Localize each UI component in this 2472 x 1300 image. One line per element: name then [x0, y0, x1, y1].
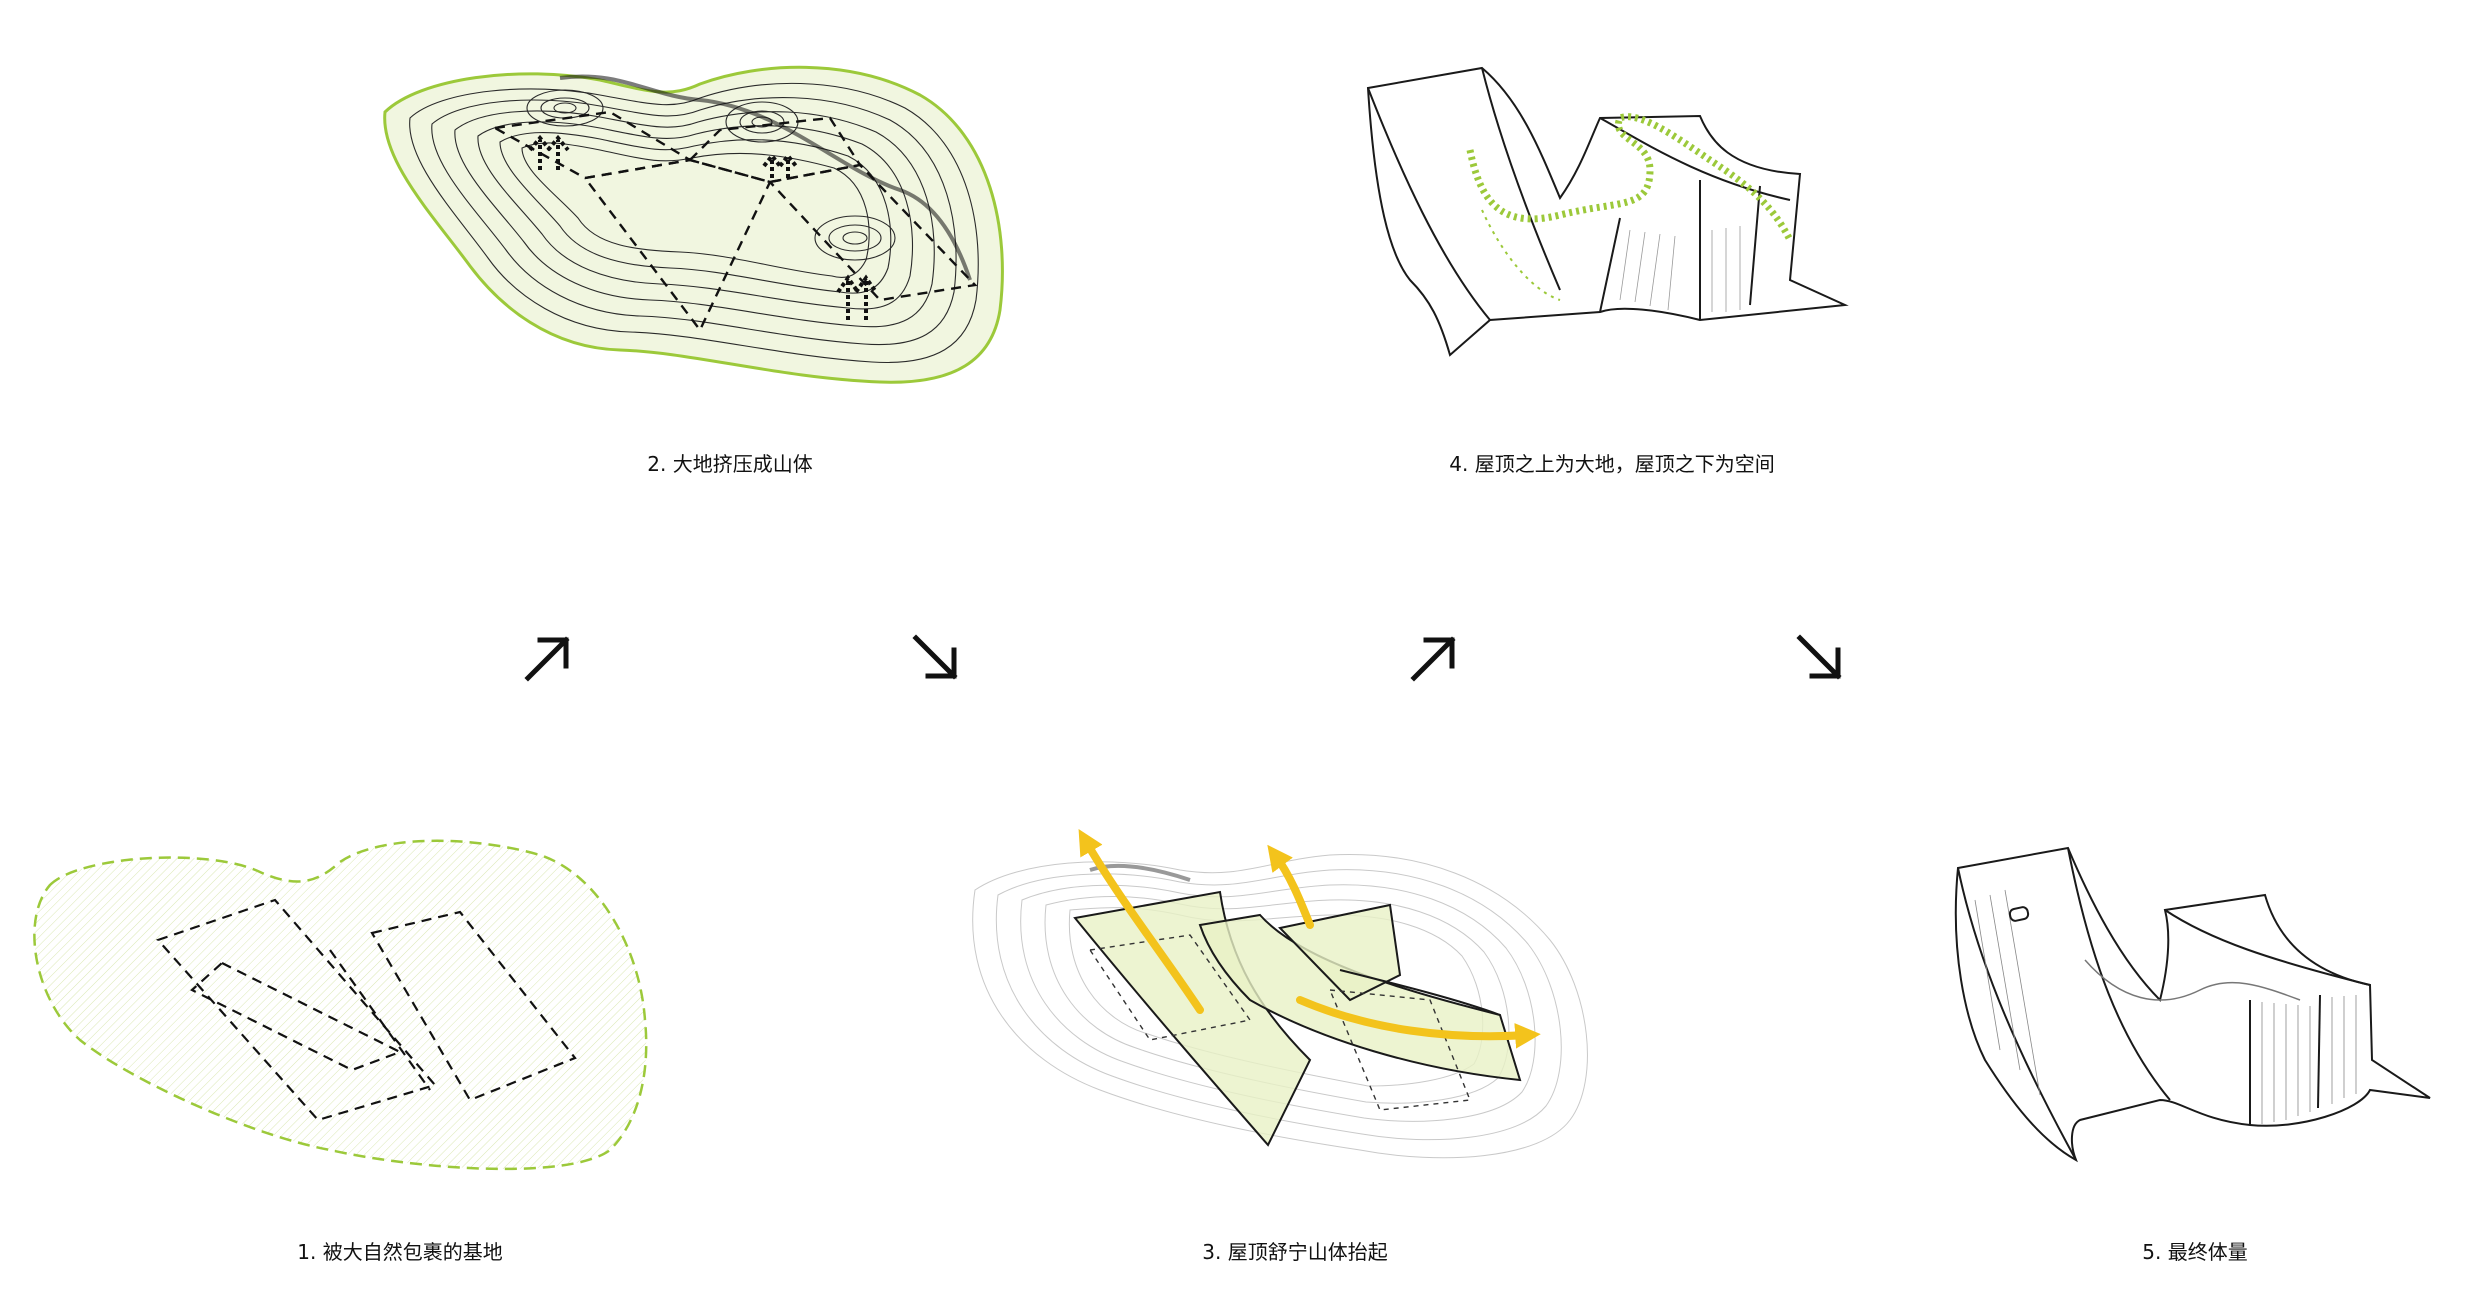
caption-step4: 4. 屋顶之上为大地，屋顶之下为空间: [1449, 452, 1775, 476]
building-footprint-dashed: [156, 898, 577, 1122]
arrow-down-right-icon: [1796, 634, 1842, 680]
building-footprint-dashed: [1088, 934, 1471, 1111]
caption-step5: 5. 最终体量: [2142, 1240, 2248, 1264]
site-boundary-dashed: [33, 839, 648, 1171]
building-footprint-dashed: [491, 110, 978, 333]
arrow-down-right-icon: [912, 634, 958, 680]
caption-step1: 1. 被大自然包裹的基地: [297, 1240, 503, 1264]
roof-outline: [1366, 66, 1849, 357]
roof-hatching: [1619, 226, 1741, 312]
caption-step3: 3. 屋顶舒宁山体抬起: [1202, 1240, 1388, 1264]
yellow-curved-arrow-icon: [1078, 828, 1541, 1049]
diagram-step5-final: [1954, 846, 2431, 1163]
diagram-step3-lift: [972, 828, 1588, 1159]
arrow-up-right-icon: [1410, 636, 1456, 682]
diagram-step2-terrain: [383, 65, 1004, 384]
facade-fins: [1974, 889, 2357, 1124]
green-path-dotted: [1466, 113, 1794, 242]
contour-lines: [409, 82, 979, 364]
caption-step2: 2. 大地挤压成山体: [647, 452, 813, 476]
black-dashed-chevron-icon: [528, 134, 878, 320]
ridge-shadow: [559, 74, 972, 281]
arrow-up-right-icon: [524, 636, 570, 682]
diagram-step1-site: [33, 839, 648, 1171]
massing-outline: [1954, 846, 2431, 1163]
diagram-step4-roof: [1366, 66, 1849, 357]
site-boundary: [383, 65, 1004, 384]
